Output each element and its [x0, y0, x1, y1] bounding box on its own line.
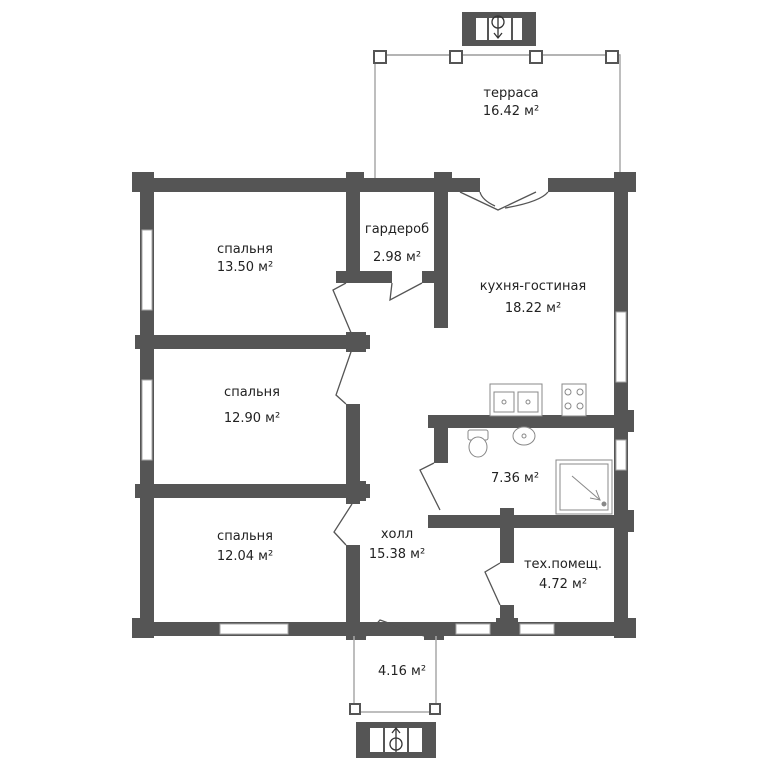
room-name: спальня	[224, 385, 280, 400]
top-steps	[462, 12, 536, 46]
room-area: 13.50 м²	[216, 260, 274, 275]
room-label-bedroom2: спальня 12.90 м²	[224, 380, 280, 432]
washbasin-icon	[512, 426, 536, 446]
room-label-bedroom3: спальня 12.04 м²	[217, 527, 273, 567]
room-label-terrace: терраса 16.42 м²	[483, 85, 539, 121]
room-area: 4.72 м²	[538, 577, 588, 592]
porch-outline	[353, 636, 437, 713]
porch-posts	[349, 703, 441, 715]
room-name: спальня	[217, 242, 273, 257]
shower-icon	[555, 459, 613, 515]
room-name: кухня-гостиная	[479, 279, 587, 294]
room-label-bedroom1: спальня 13.50 м²	[217, 241, 273, 277]
room-name: холл	[380, 527, 414, 542]
room-label-bathroom: 7.36 м²	[491, 470, 539, 488]
room-area: 12.04 м²	[216, 549, 274, 564]
room-name: терраса	[483, 86, 539, 101]
terrace-outline	[374, 54, 621, 180]
room-area: 7.36 м²	[490, 471, 540, 486]
room-area: 2.98 м²	[372, 250, 422, 265]
stove-icon	[561, 383, 587, 417]
room-label-kitchen: кухня-гостиная 18.22 м²	[480, 276, 587, 320]
doors	[332, 191, 549, 637]
room-name: тех.помещ.	[523, 557, 603, 572]
windows	[141, 229, 627, 635]
room-name: спальня	[217, 529, 273, 544]
room-area: 12.90 м²	[223, 411, 281, 426]
room-area: 4.16 м²	[377, 664, 427, 679]
room-name: гардероб	[364, 222, 430, 237]
room-label-porch: 4.16 м²	[378, 663, 426, 681]
room-label-wardrobe: гардероб 2.98 м²	[365, 216, 429, 272]
room-area: 15.38 м²	[368, 547, 426, 562]
terrace-posts	[373, 50, 619, 64]
toilet-icon	[467, 429, 489, 458]
sink-icon	[489, 383, 543, 417]
room-label-hall: холл 15.38 м²	[369, 525, 425, 565]
walls	[132, 172, 636, 640]
entrance-arrow-icon	[389, 726, 403, 752]
room-label-tech: тех.помещ. 4.72 м²	[524, 555, 602, 595]
room-area: 18.22 м²	[504, 301, 562, 316]
bottom-steps	[356, 722, 436, 758]
room-area: 16.42 м²	[482, 104, 540, 119]
entrance-arrow-icon	[491, 15, 505, 40]
